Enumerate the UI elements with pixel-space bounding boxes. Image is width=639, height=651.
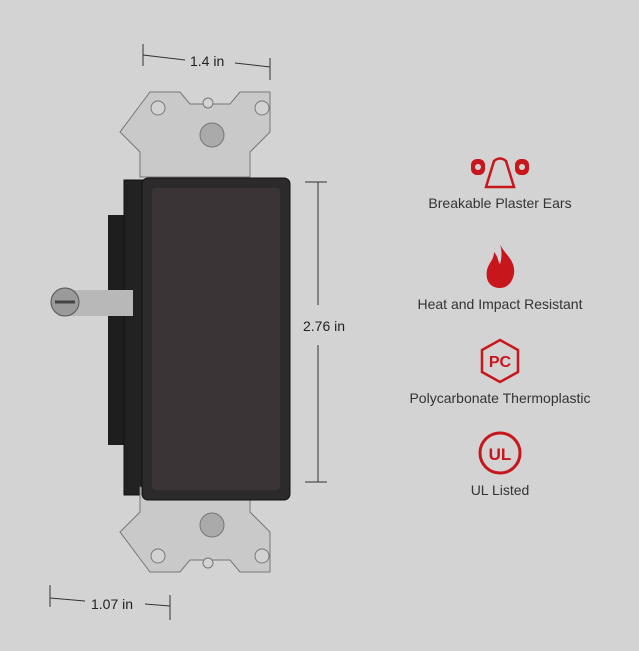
feature-polycarbonate: PC Polycarbonate Thermoplastic [395,338,605,406]
feature-label: Breakable Plaster Ears [428,195,572,211]
feature-label: Heat and Impact Resistant [417,296,583,312]
rocker-paddle [152,188,280,490]
height-dimension: 2.76 in [303,318,346,334]
plaster-ears-icon [471,157,529,189]
pc-hexagon-icon: PC [480,338,520,384]
flame-icon [486,244,515,288]
feature-label: Polycarbonate Thermoplastic [409,390,591,406]
svg-text:PC: PC [489,354,512,371]
feature-plaster-ears: Breakable Plaster Ears [395,157,605,211]
svg-text:UL: UL [489,445,512,464]
width-dimension: 1.4 in [190,53,225,69]
ul-listed-icon: UL [478,431,522,475]
depth-dimension: 1.07 in [91,596,134,612]
dimension-lines [49,44,327,620]
feature-ul-listed: UL UL Listed [395,430,605,498]
feature-label: UL Listed [470,482,530,498]
side-terminal-screw [50,287,133,317]
mounting-strap [119,91,271,573]
feature-heat-resistant: Heat and Impact Resistant [395,242,605,312]
